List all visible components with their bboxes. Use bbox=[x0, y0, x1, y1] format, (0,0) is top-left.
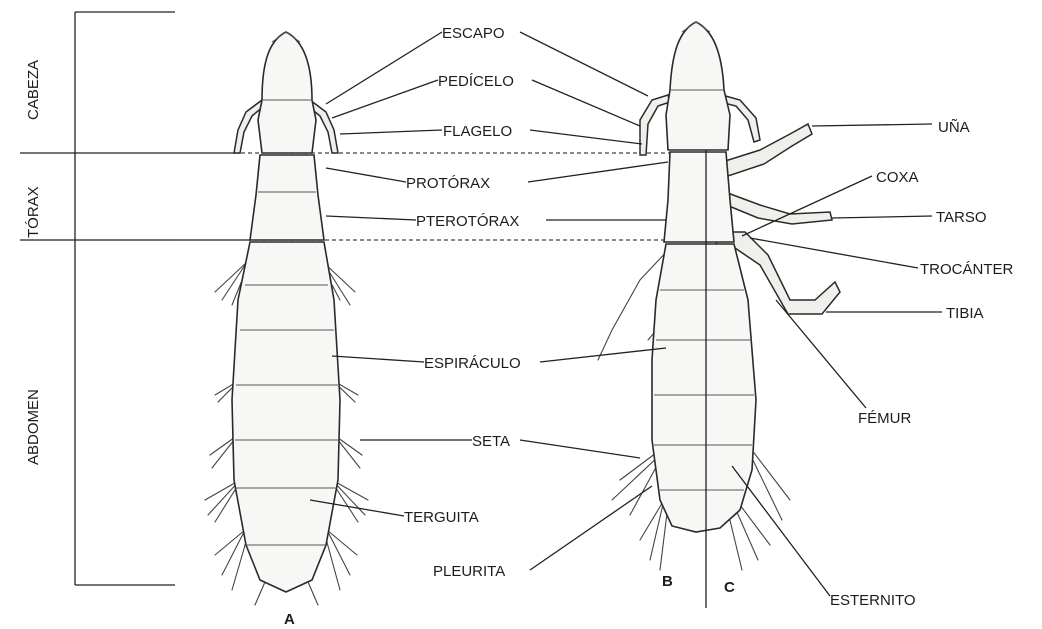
figure-bc-louse bbox=[598, 22, 840, 608]
label-flagelo: FLAGELO bbox=[443, 123, 512, 140]
view-label-b: B bbox=[662, 573, 673, 590]
label-escapo: ESCAPO bbox=[442, 25, 505, 42]
figure-a-louse bbox=[205, 32, 368, 605]
label-pleurita: PLEURITA bbox=[433, 563, 505, 580]
label-pterotorax: PTEROTÓRAX bbox=[416, 213, 519, 230]
label-espiraculo: ESPIRÁCULO bbox=[424, 355, 521, 372]
label-coxa: COXA bbox=[876, 169, 919, 186]
label-esternito: ESTERNITO bbox=[830, 592, 916, 609]
region-label-head: CABEZA bbox=[25, 60, 42, 120]
label-terguita: TERGUITA bbox=[404, 509, 479, 526]
label-una: UÑA bbox=[938, 119, 970, 136]
view-label-c: C bbox=[724, 579, 735, 596]
region-label-thorax: TÓRAX bbox=[25, 186, 42, 238]
label-protorax: PROTÓRAX bbox=[406, 175, 490, 192]
label-trocanter: TROCÁNTER bbox=[920, 261, 1014, 278]
region-label-abdomen: ABDOMEN bbox=[25, 389, 42, 465]
label-seta: SETA bbox=[472, 433, 510, 450]
view-label-a: A bbox=[284, 611, 295, 628]
label-tarso: TARSO bbox=[936, 209, 987, 226]
region-brackets bbox=[20, 12, 675, 585]
label-femur: FÉMUR bbox=[858, 410, 911, 427]
label-tibia: TIBIA bbox=[946, 305, 984, 322]
label-pedicelo: PEDÍCELO bbox=[438, 73, 514, 90]
